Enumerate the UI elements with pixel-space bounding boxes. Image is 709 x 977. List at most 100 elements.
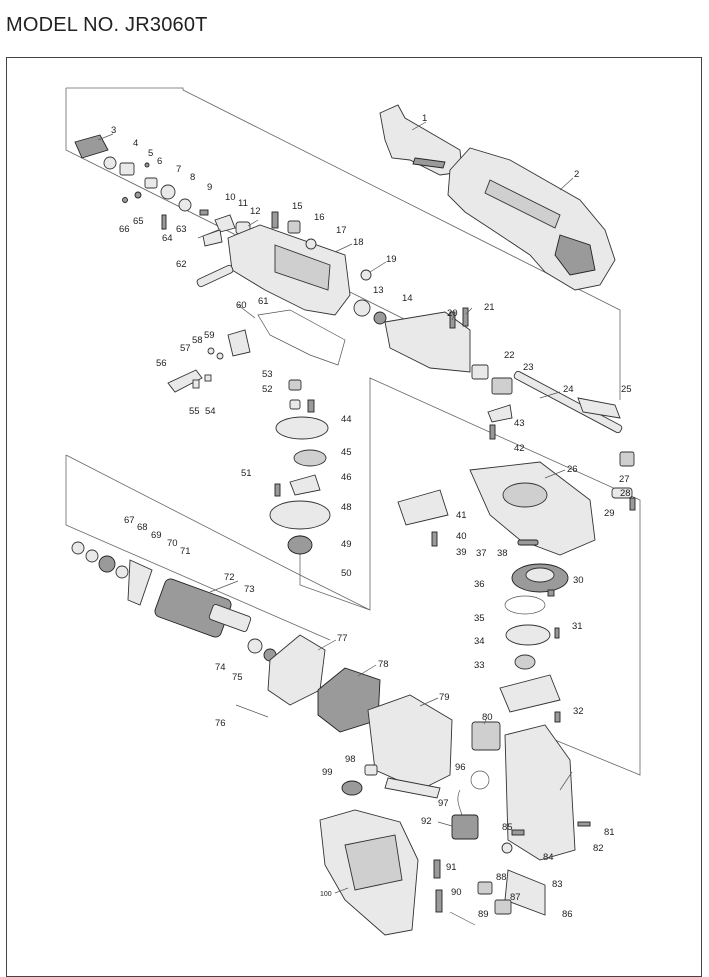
callout-65: 65 xyxy=(133,216,144,227)
callout-3: 3 xyxy=(111,125,116,136)
callout-43: 43 xyxy=(514,418,525,429)
callout-27: 27 xyxy=(619,474,630,485)
callout-82: 82 xyxy=(593,843,604,854)
callout-80: 80 xyxy=(482,712,493,723)
callout-74: 74 xyxy=(215,662,226,673)
callout-6: 6 xyxy=(157,156,162,167)
callout-59: 59 xyxy=(204,330,215,341)
callout-57: 57 xyxy=(180,343,191,354)
callout-90: 90 xyxy=(451,887,462,898)
callout-62: 62 xyxy=(176,259,187,270)
callout-17: 17 xyxy=(336,225,347,236)
callout-18: 18 xyxy=(353,237,364,248)
callout-49: 49 xyxy=(341,539,352,550)
callout-35: 35 xyxy=(474,613,485,624)
parts-42-43 xyxy=(487,404,513,440)
callout-88: 88 xyxy=(496,872,507,883)
callout-54: 54 xyxy=(205,406,216,417)
callout-37: 37 xyxy=(476,548,487,559)
small-parts-top xyxy=(103,156,251,247)
callout-84: 84 xyxy=(543,852,554,863)
callout-10: 10 xyxy=(225,192,236,203)
callout-70: 70 xyxy=(167,538,178,549)
parts-39-40-41 xyxy=(397,489,449,547)
callout-20: 20 xyxy=(447,308,458,319)
callout-75: 75 xyxy=(232,672,243,683)
callout-32: 32 xyxy=(573,706,584,717)
callout-22: 22 xyxy=(504,350,515,361)
part-1-guard-plate xyxy=(379,104,463,176)
callout-29: 29 xyxy=(604,508,615,519)
callout-56: 56 xyxy=(156,358,167,369)
callout-38: 38 xyxy=(497,548,508,559)
callout-41: 41 xyxy=(456,510,467,521)
parts-96-99 xyxy=(341,764,490,799)
callout-9: 9 xyxy=(207,182,212,193)
callout-21: 21 xyxy=(484,302,495,313)
callout-4: 4 xyxy=(133,138,138,149)
callout-30: 30 xyxy=(573,575,584,586)
callout-98: 98 xyxy=(345,754,356,765)
callout-69: 69 xyxy=(151,530,162,541)
callout-53: 53 xyxy=(262,369,273,380)
parts-30-38 xyxy=(499,539,569,723)
callout-79: 79 xyxy=(439,692,450,703)
callout-26: 26 xyxy=(567,464,578,475)
callout-55: 55 xyxy=(189,406,200,417)
callout-83: 83 xyxy=(552,879,563,890)
callout-42: 42 xyxy=(514,443,525,454)
callout-14: 14 xyxy=(402,293,413,304)
callout-39: 39 xyxy=(456,547,467,558)
parts-13-14-20-21 xyxy=(353,299,471,373)
model-number-title: MODEL NO. JR3060T xyxy=(6,14,208,36)
callout-77: 77 xyxy=(337,633,348,644)
callout-51: 51 xyxy=(241,468,252,479)
parts-80-86-handle xyxy=(471,721,591,916)
part-79-motor-housing xyxy=(367,694,453,791)
callout-64: 64 xyxy=(162,233,173,244)
callout-11: 11 xyxy=(238,198,248,209)
callout-87: 87 xyxy=(510,892,521,903)
callout-13: 13 xyxy=(373,285,384,296)
callout-81: 81 xyxy=(604,827,615,838)
callout-19: 19 xyxy=(386,254,397,265)
parts-67-71-bearings xyxy=(71,541,153,606)
callout-labels: 1 2 3 4 5 6 7 8 9 10 11 12 13 14 15 16 1… xyxy=(111,113,632,920)
callout-12: 12 xyxy=(250,206,261,217)
parts-87-91 xyxy=(433,859,512,926)
part-60-gasket xyxy=(257,309,346,366)
parts-22-23 xyxy=(471,364,513,395)
callout-31: 31 xyxy=(572,621,583,632)
callout-66: 66 xyxy=(119,224,130,235)
parts-15-17-19 xyxy=(271,211,372,281)
callout-68: 68 xyxy=(137,522,148,533)
parts-27-28-29 xyxy=(611,487,636,511)
callout-8: 8 xyxy=(190,172,195,183)
callout-28: 28 xyxy=(620,488,631,499)
callout-36: 36 xyxy=(474,579,485,590)
callout-72: 72 xyxy=(224,572,235,583)
leader-lines xyxy=(97,121,574,894)
callout-91: 91 xyxy=(446,862,457,873)
part-18-gear-housing xyxy=(227,224,351,316)
callout-85: 85 xyxy=(502,822,513,833)
callout-60: 60 xyxy=(236,300,247,311)
callout-78: 78 xyxy=(378,659,389,670)
part-100-handle-cover xyxy=(319,809,419,936)
callout-16: 16 xyxy=(314,212,325,223)
callout-92: 92 xyxy=(421,816,432,827)
callout-34: 34 xyxy=(474,636,485,647)
part-62-pin xyxy=(196,264,234,288)
part-24-plunger xyxy=(513,370,635,467)
callout-58: 58 xyxy=(192,335,203,346)
callout-15: 15 xyxy=(292,201,303,212)
callout-44: 44 xyxy=(341,414,352,425)
parts-74-75 xyxy=(247,638,277,662)
callout-89: 89 xyxy=(478,909,489,920)
callout-40: 40 xyxy=(456,531,467,542)
callout-23: 23 xyxy=(523,362,534,373)
callout-5: 5 xyxy=(148,148,153,159)
part-77-fan-baffle xyxy=(267,634,326,706)
callout-45: 45 xyxy=(341,447,352,458)
